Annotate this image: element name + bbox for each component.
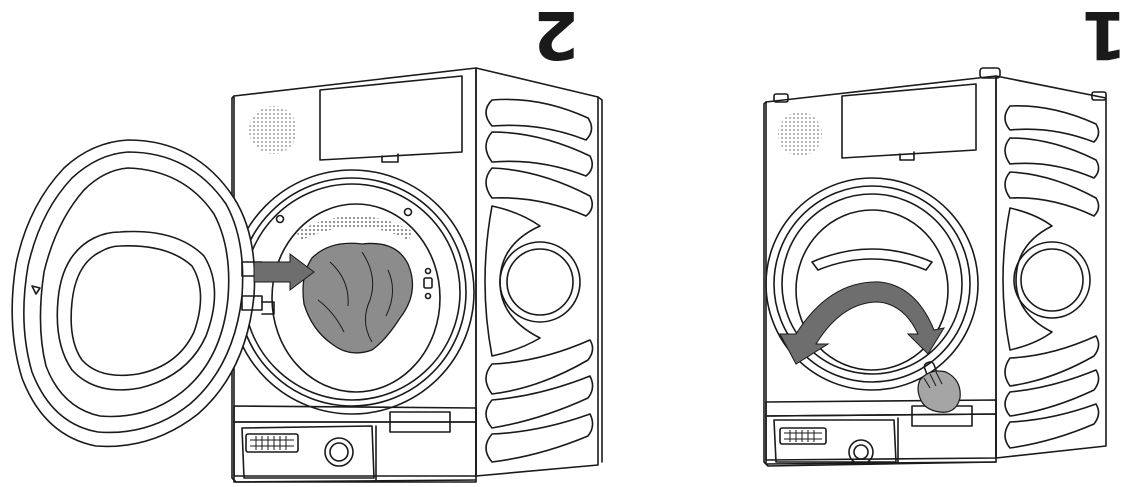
vent-icon	[778, 112, 822, 156]
step-1-illustration: 1	[764, 0, 1124, 466]
step-2-illustration: 2	[12, 0, 602, 482]
vent-icon	[249, 106, 297, 154]
washer-1-feet	[774, 68, 1106, 102]
washer-1-side-panel	[996, 76, 1106, 458]
step-1-number: 1	[1081, 0, 1124, 73]
step-2-number: 2	[533, 0, 579, 73]
washer-2-side-panel	[476, 68, 602, 476]
laundry-icon	[303, 243, 413, 353]
hand-icon	[918, 371, 960, 412]
washer-1-front	[764, 76, 996, 466]
